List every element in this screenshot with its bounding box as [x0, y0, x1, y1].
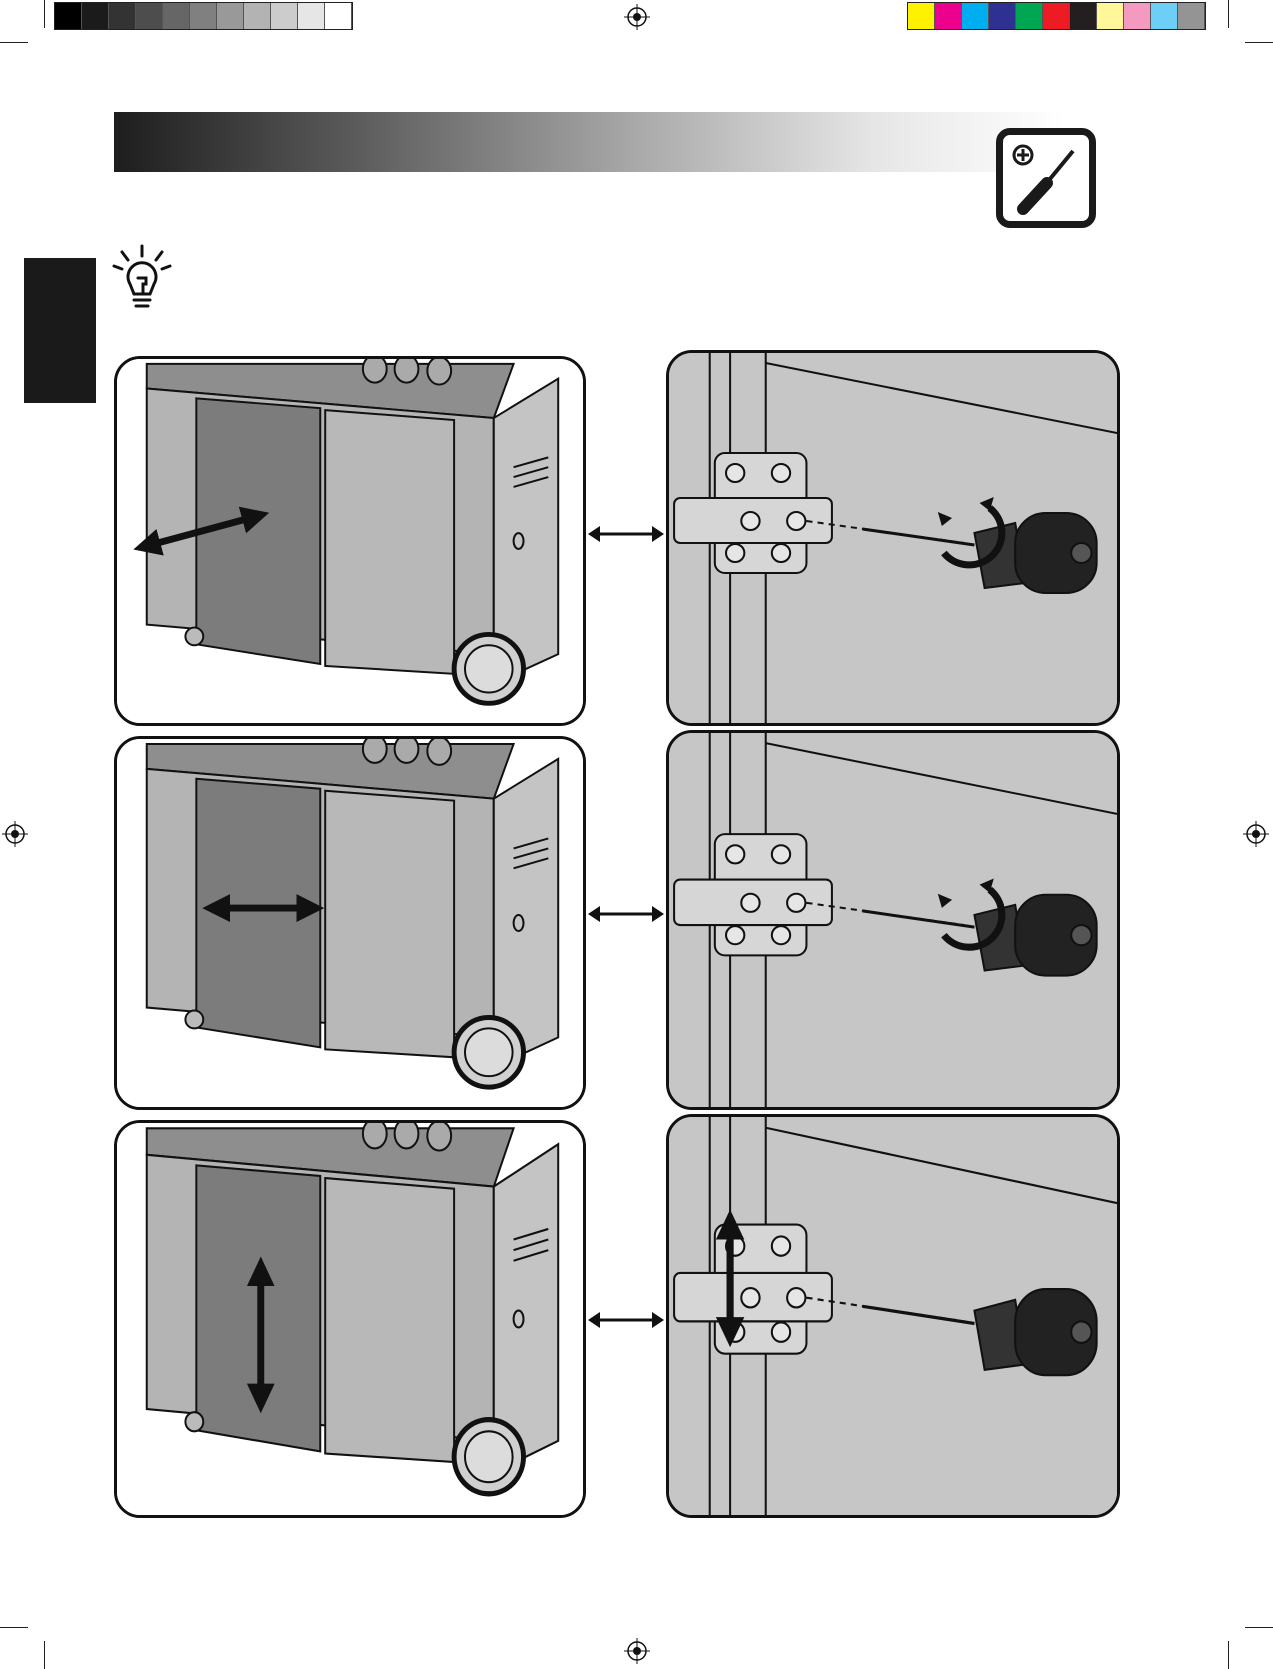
gray-swatch — [190, 3, 217, 29]
gray-swatch — [55, 3, 82, 29]
color-swatch — [989, 3, 1016, 29]
gray-swatch — [298, 3, 325, 29]
registration-mark-icon — [624, 1638, 650, 1664]
gray-swatch — [217, 3, 244, 29]
registration-mark-icon — [1243, 821, 1269, 847]
crop-mark — [44, 1641, 45, 1669]
color-calibration-bar — [907, 2, 1206, 30]
crop-mark — [0, 42, 28, 43]
rotate-icon — [669, 353, 1117, 723]
double-arrow-vertical-icon — [669, 1117, 1117, 1515]
gray-swatch — [109, 3, 136, 29]
grill-door-panel — [114, 736, 586, 1110]
hinge-detail-panel — [666, 730, 1120, 1110]
gray-swatch — [163, 3, 190, 29]
gray-swatch — [136, 3, 163, 29]
double-arrow-diagonal-icon — [117, 359, 583, 723]
connector-double-arrow-icon — [586, 1308, 666, 1332]
color-swatch — [1178, 3, 1205, 29]
color-swatch — [962, 3, 989, 29]
crop-mark — [1245, 1627, 1273, 1628]
color-swatch — [1151, 3, 1178, 29]
gray-swatch — [271, 3, 298, 29]
registration-mark-icon — [2, 821, 28, 847]
rotate-icon — [669, 733, 1117, 1107]
color-swatch — [1124, 3, 1151, 29]
connector-double-arrow-icon — [586, 902, 666, 926]
color-swatch — [1070, 3, 1097, 29]
lightbulb-icon — [112, 244, 172, 320]
crop-mark — [1245, 42, 1273, 43]
hinge-detail-panel — [666, 1114, 1120, 1518]
color-swatch — [935, 3, 962, 29]
color-swatch — [1043, 3, 1070, 29]
color-swatch — [1016, 3, 1043, 29]
double-arrow-vertical-icon — [117, 1123, 583, 1515]
grill-door-panel — [114, 1120, 586, 1518]
crop-mark — [1228, 0, 1229, 28]
gray-swatch — [325, 3, 352, 29]
crop-mark — [0, 1627, 28, 1628]
grill-door-panel — [114, 356, 586, 726]
double-arrow-horizontal-icon — [117, 739, 583, 1107]
crop-mark — [44, 0, 45, 28]
gray-swatch — [244, 3, 271, 29]
connector-double-arrow-icon — [586, 522, 666, 546]
registration-mark-icon — [624, 4, 650, 30]
color-swatch — [908, 3, 935, 29]
gray-swatch — [82, 3, 109, 29]
crop-mark — [1228, 1641, 1229, 1669]
grayscale-calibration-bar — [54, 2, 353, 30]
hinge-detail-panel — [666, 350, 1120, 726]
section-header-bar — [114, 112, 1064, 172]
language-side-tab — [24, 258, 96, 403]
screwdriver-icon — [996, 128, 1096, 228]
color-swatch — [1097, 3, 1124, 29]
